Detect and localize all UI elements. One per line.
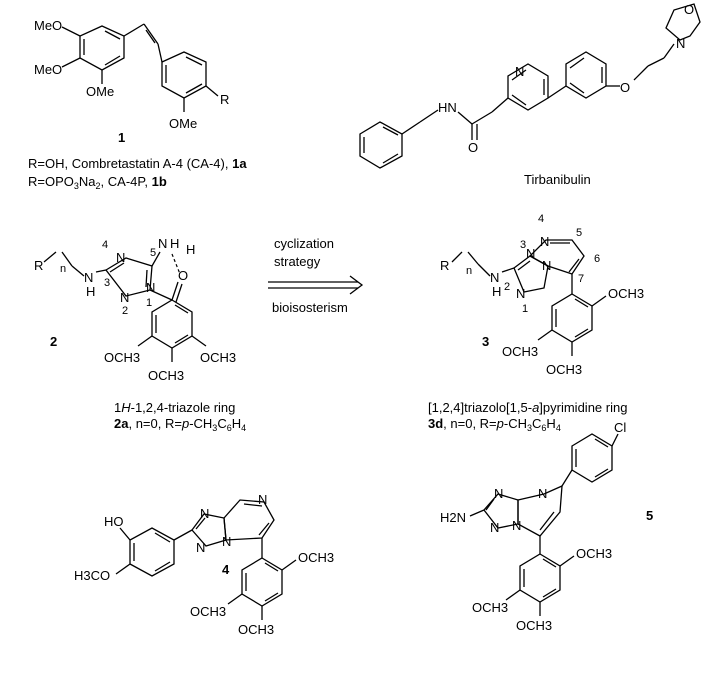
compound-2-structure	[43, 251, 207, 362]
compound-3-ring-n1: N	[516, 286, 525, 301]
compound-2-locant-4: 4	[102, 239, 108, 251]
tirbanibulin-ether-o: O	[620, 80, 630, 95]
compound-5-number: 5	[646, 508, 653, 523]
compound-3-locant-1: 1	[522, 303, 528, 315]
arrow-label-bioisosterism: bioisosterism	[272, 300, 348, 315]
compound-3-ring-n3: N	[526, 246, 535, 261]
compound-5-ome-left: OCH3	[472, 600, 508, 615]
compound-5-ome-right: OCH3	[576, 546, 612, 561]
compound-3-locant-2: 2	[504, 281, 510, 293]
compound-4-number: 4	[222, 562, 230, 577]
arrow-label-strategy: strategy	[274, 254, 321, 269]
compound-5-ring-n: N	[490, 520, 499, 535]
compound-3-structure	[451, 239, 607, 356]
compound-5-ring-n: N	[494, 486, 503, 501]
compound-2-ring-n2: N	[120, 290, 129, 305]
compound-5-structure	[469, 433, 619, 616]
compound-2-locant-5: 5	[150, 247, 156, 259]
compound-3-ring-caption: [1,2,4]triazolo[1,5-a]pyrimidine ring	[428, 400, 627, 415]
compound-2a-description: 2a, n=0, R=p-CH3C6H4	[114, 416, 246, 433]
compound-4-ome-right: OCH3	[298, 550, 334, 565]
compound-3-ome-right: OCH3	[608, 286, 644, 301]
compound-3-ring-n-bridge: N	[542, 258, 551, 273]
compound-4-ring-n: N	[196, 540, 205, 555]
compound-3-locant-5: 5	[576, 227, 582, 239]
compound-1-ome-label: OMe	[169, 116, 197, 131]
compound-3d-description: 3d, n=0, R=p-CH3C6H4	[428, 416, 561, 433]
compound-3-locant-3: 3	[520, 239, 526, 251]
tirbanibulin-structure	[359, 3, 701, 169]
compound-2-ome-bottom: OCH3	[148, 368, 184, 383]
compound-5-ring-n: N	[538, 486, 547, 501]
compound-2-locant-3: 3	[104, 277, 110, 289]
arrow-label-cyclization: cyclization	[274, 236, 334, 251]
compound-4-ome-bottom: OCH3	[238, 622, 274, 637]
compound-2-amine-n: N	[84, 270, 93, 285]
compound-2-nh2-h: H	[170, 236, 179, 251]
compound-2-carbonyl-o: O	[178, 268, 188, 283]
compound-3-amine-n: N	[490, 270, 499, 285]
compound-3-ome-bottom: OCH3	[546, 362, 582, 377]
compound-2-hbond-h: H	[186, 242, 195, 257]
compound-1-r-label: R	[220, 92, 229, 107]
compound-3-number: 3	[482, 334, 489, 349]
compound-5-ring-n: N	[512, 518, 521, 533]
compound-4-ring-n: N	[200, 506, 209, 521]
compound-2-ring-n4: N	[116, 250, 125, 265]
compound-1-ome-label: OMe	[86, 84, 114, 99]
compound-3-locant-7: 7	[578, 273, 584, 285]
compound-2-ring-caption: 1H-1,2,4-triazole ring	[114, 400, 235, 415]
compound-1b-description: R=OPO3Na2, CA-4P, 1b	[28, 174, 167, 191]
compound-2-r-label: R	[34, 258, 43, 273]
compound-5-amino: H2N	[440, 510, 466, 525]
tirbanibulin-amide-o: O	[468, 140, 478, 155]
compound-1-structure	[61, 23, 219, 112]
compound-2-ring-n1: N	[146, 280, 155, 295]
compound-2-amine-h: H	[86, 284, 95, 299]
compound-2-locant-2: 2	[122, 305, 128, 317]
compound-2-number: 2	[50, 334, 57, 349]
tirbanibulin-morpholine-n: N	[676, 36, 685, 51]
compound-1-number: 1	[118, 130, 125, 145]
compound-5-chloro: Cl	[614, 420, 626, 435]
compound-2-n-index: n	[60, 263, 66, 275]
compound-3-ome-left: OCH3	[502, 344, 538, 359]
compound-3-r-label: R	[440, 258, 449, 273]
reaction-arrow	[268, 275, 364, 295]
compound-1a-description: R=OH, Combretastatin A-4 (CA-4), 1a	[28, 156, 247, 171]
tirbanibulin-name: Tirbanibulin	[524, 172, 591, 187]
tirbanibulin-pyridine-n: N	[515, 64, 524, 79]
compound-4-ring-n-top: N	[258, 492, 267, 507]
compound-2-ome-right: OCH3	[200, 350, 236, 365]
compound-3-locant-4: 4	[538, 213, 544, 225]
compound-3-amine-h: H	[492, 284, 501, 299]
compound-1-ome-label: MeO	[34, 62, 62, 77]
compound-4-ring-n: N	[222, 534, 231, 549]
compound-4-structure	[115, 499, 297, 620]
compound-3-ring-n4: N	[540, 234, 549, 249]
compound-2-nh2-n: N	[158, 236, 167, 251]
compound-2-ome-left: OCH3	[104, 350, 140, 365]
tirbanibulin-amide-nh: HN	[438, 100, 457, 115]
compound-5-ome-bottom: OCH3	[516, 618, 552, 633]
tirbanibulin-morpholine-o: O	[684, 2, 694, 17]
compound-4-hydroxy: HO	[104, 514, 124, 529]
compound-3-locant-6: 6	[594, 253, 600, 265]
compound-2-locant-1: 1	[146, 297, 152, 309]
compound-3-n-index: n	[466, 265, 472, 277]
compound-4-ome-left: OCH3	[190, 604, 226, 619]
compound-4-methoxy: H3CO	[74, 568, 110, 583]
compound-1-ome-label: MeO	[34, 18, 62, 33]
